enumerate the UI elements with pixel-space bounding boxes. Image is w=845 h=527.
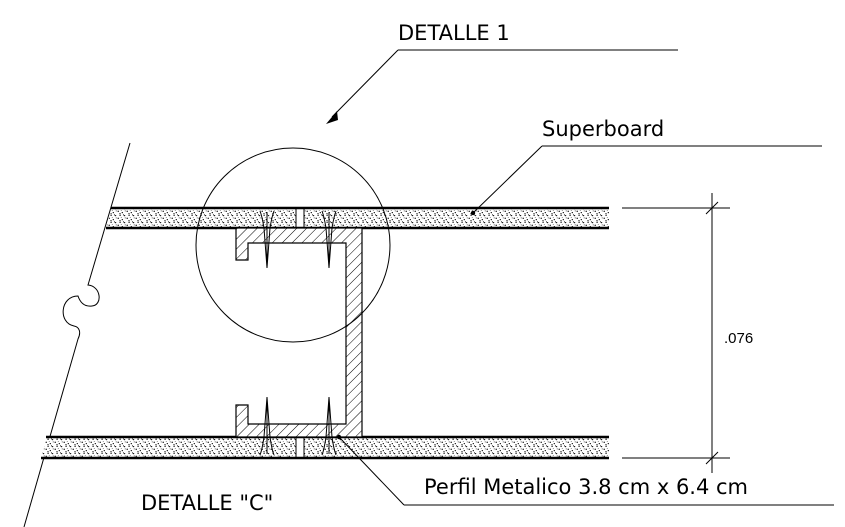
dimension-label: .076 — [724, 330, 753, 347]
break-line — [23, 142, 131, 527]
detail-1-label: DETALLE 1 — [398, 21, 510, 45]
screws — [259, 210, 337, 456]
screw-top-left — [259, 210, 275, 269]
detail-1-circle — [195, 147, 391, 343]
screw-bottom-right — [321, 396, 337, 456]
metal-c-profile — [235, 227, 363, 438]
profile-leader — [336, 434, 834, 506]
screw-top-right — [321, 210, 337, 269]
detail-1-leader — [326, 49, 678, 124]
superboard-leader — [470, 145, 822, 216]
bottom-superboard-panel — [41, 435, 609, 460]
top-superboard-panel — [106, 206, 609, 230]
screw-bottom-left — [259, 396, 275, 456]
superboard-label: Superboard — [542, 117, 664, 141]
detail-c-label: DETALLE "C" — [141, 491, 273, 515]
dimension-076 — [622, 193, 730, 473]
profile-label: Perfil Metalico 3.8 cm x 6.4 cm — [424, 475, 748, 499]
